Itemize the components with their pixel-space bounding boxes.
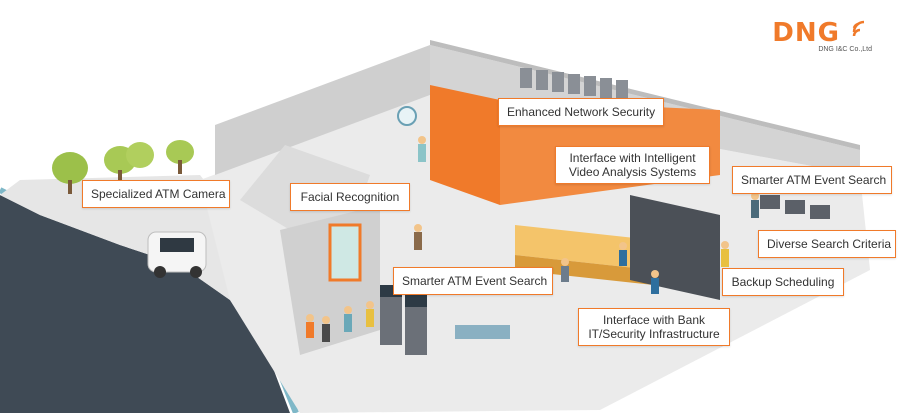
label-specialized-atm-camera: Specialized ATM Camera <box>82 180 230 208</box>
label-text: Smarter ATM Event Search <box>402 274 548 288</box>
road <box>0 195 290 413</box>
label-text-line2: Video Analysis Systems <box>568 165 697 179</box>
label-backup-scheduling: Backup Scheduling <box>722 268 844 296</box>
label-text: Enhanced Network Security <box>507 105 656 119</box>
label-enhanced-network-security: Enhanced Network Security <box>498 98 664 126</box>
label-text: Specialized ATM Camera <box>91 187 226 201</box>
label-text-line1: Interface with Bank <box>602 313 706 327</box>
label-text: Diverse Search Criteria <box>767 237 892 251</box>
control-desks <box>760 195 830 219</box>
bench <box>455 325 510 339</box>
orange-wall-left <box>430 85 500 205</box>
logo-text: DNG <box>772 18 840 48</box>
left-wall <box>215 45 430 175</box>
company-logo: DNG DNG I&C Co.,Ltd <box>772 18 872 53</box>
label-text-line2: IT/Security Infrastructure <box>588 327 720 341</box>
label-smarter-atm-event-search-right: Smarter ATM Event Search <box>732 166 892 194</box>
server-racks <box>520 68 628 100</box>
label-smarter-atm-event-search-center: Smarter ATM Event Search <box>393 267 553 295</box>
atm-kiosks <box>380 285 427 355</box>
label-intelligent-video-analysis: Interface with Intelligent Video Analysi… <box>555 146 710 184</box>
trees <box>52 140 194 194</box>
label-diverse-search-criteria: Diverse Search Criteria <box>758 230 896 258</box>
facial-gate <box>328 223 362 282</box>
wifi-signal-icon <box>852 20 865 37</box>
label-facial-recognition: Facial Recognition <box>290 183 410 211</box>
label-text: Facial Recognition <box>300 190 400 204</box>
company-name: DNG I&C Co.,Ltd <box>818 46 872 53</box>
label-text-line1: Interface with Intelligent <box>569 151 696 165</box>
car <box>147 231 207 278</box>
people <box>306 136 759 342</box>
wall-clock <box>397 106 417 126</box>
back-wall-top <box>430 40 860 150</box>
label-bank-it-security-interface: Interface with Bank IT/Security Infrastr… <box>578 308 730 346</box>
label-text: Backup Scheduling <box>731 275 835 289</box>
label-text: Smarter ATM Event Search <box>741 173 887 187</box>
